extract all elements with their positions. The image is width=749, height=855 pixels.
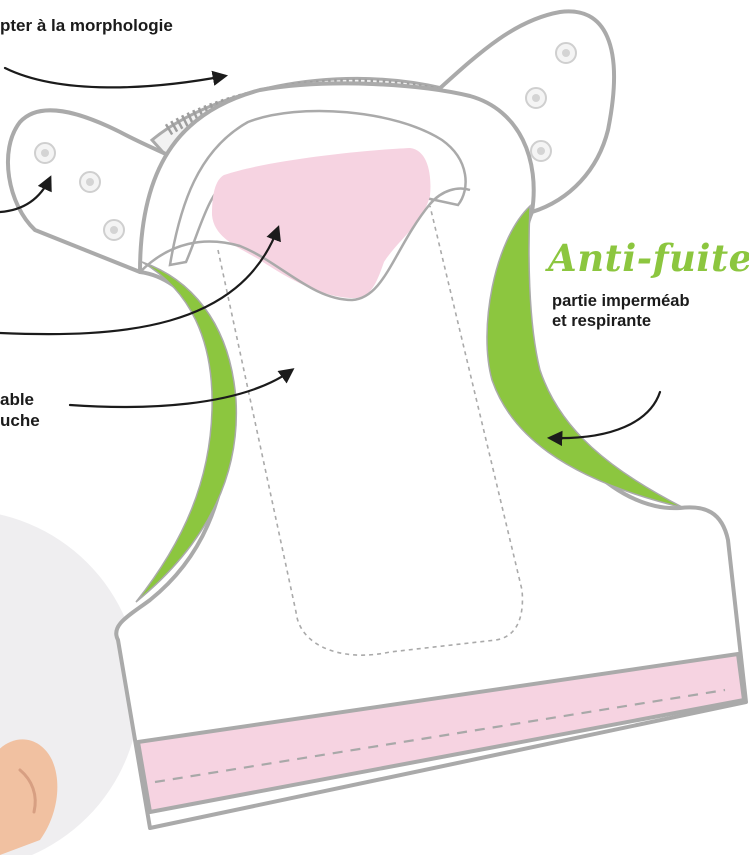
snap-button-icon — [103, 219, 125, 241]
curved-arrow-icon — [3, 66, 229, 89]
snap-button-icon — [555, 42, 577, 64]
anti-fuite-line-1: partie imperméab — [552, 292, 690, 310]
snap-button-icon — [34, 142, 56, 164]
insert-seam — [139, 187, 471, 302]
snap-buttons — [34, 42, 577, 241]
baby-hand-crease — [18, 768, 37, 814]
label-morphology: pter à la morphologie — [0, 16, 173, 35]
anti-fuite-line-2: et respirante — [552, 312, 652, 331]
callout-arrows — [0, 66, 662, 447]
curved-arrow-icon — [0, 175, 52, 214]
snap-button-icon — [530, 140, 552, 162]
left-leak-guard — [135, 261, 238, 603]
label-washable: able uche — [0, 390, 40, 431]
label-washable-line-1: able — [0, 390, 35, 409]
pink-bottom-band — [136, 652, 746, 814]
baby-hand — [0, 739, 58, 855]
label-washable-line-2: uche — [0, 410, 40, 430]
curved-arrow-icon — [0, 225, 281, 336]
anti-fuite-title: Anti-fuite — [548, 236, 749, 280]
anti-fuite-description: partie imperméab et respirante — [552, 291, 690, 331]
curved-arrow-icon — [546, 390, 662, 447]
baby-photo — [0, 514, 140, 855]
curved-arrow-icon — [68, 368, 295, 409]
snap-button-icon — [79, 171, 101, 193]
right-leak-guard — [486, 204, 685, 509]
snap-button-icon — [525, 87, 547, 109]
insert-dashed-outline — [217, 205, 524, 656]
band-stitching — [154, 688, 726, 784]
